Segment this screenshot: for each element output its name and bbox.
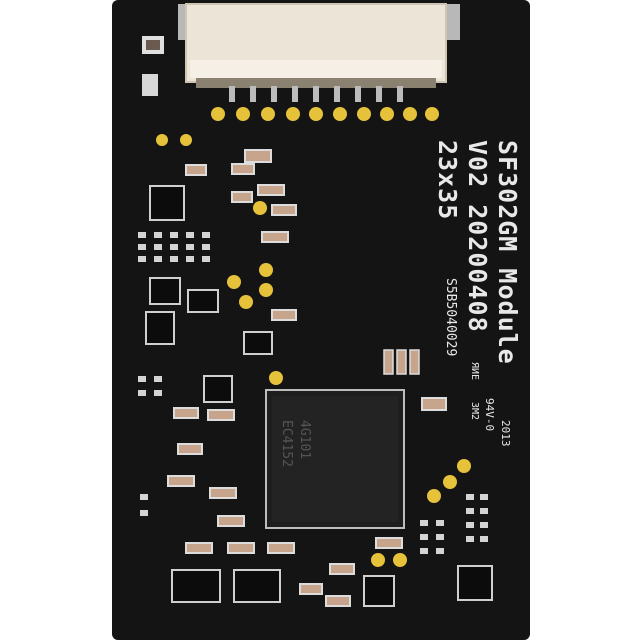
silkscreen-size: 23x35 (433, 140, 462, 221)
small-ics (145, 185, 493, 607)
smd-components (167, 149, 447, 607)
silkscreen-rating: 94V-0 (483, 398, 496, 432)
gold-pads (156, 107, 471, 567)
silkscreen-model: SF302GM Module (493, 140, 522, 365)
silkscreen-mark-a: ЯИE (469, 362, 480, 381)
connector-pins (229, 86, 403, 102)
silkscreen-year: 2013 (499, 420, 512, 447)
passive-grid (138, 232, 488, 554)
pcb-board (112, 0, 530, 640)
fpc-connector (178, 3, 460, 88)
silkscreen-mark-b: 3M2 (469, 402, 480, 421)
chip-marking-line-a: 4G101 (297, 420, 312, 460)
resistor-array (383, 349, 420, 375)
chip-marking-line-b: EC4152 (279, 420, 294, 467)
silkscreen-version: V02 20200408 (463, 140, 492, 333)
silkscreen-serial: S5B5040029 (443, 278, 458, 357)
